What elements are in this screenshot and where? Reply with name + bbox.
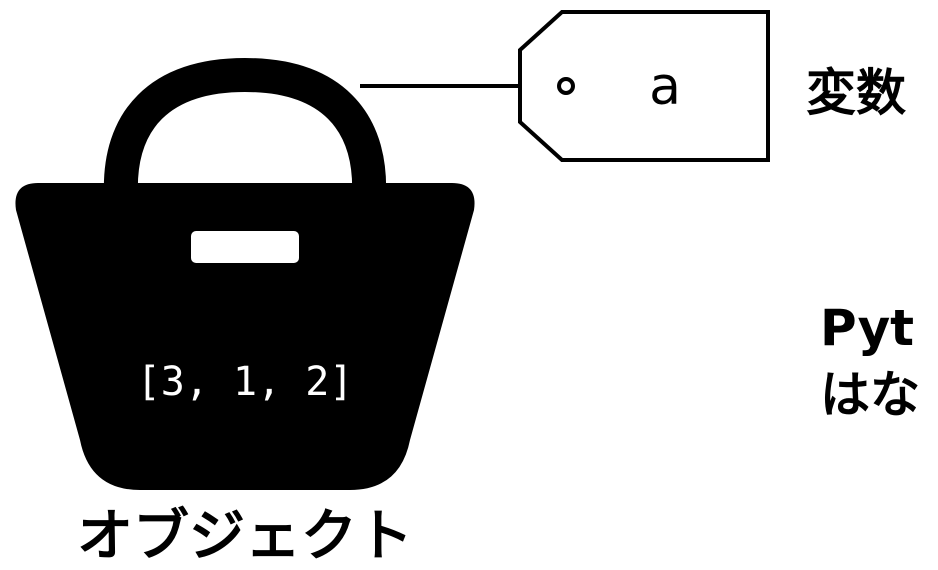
variable-caption: 変数	[806, 64, 906, 122]
bag-label-slot	[191, 231, 299, 263]
side-text-line-2: はな	[820, 366, 920, 424]
object-value-text: [3, 1, 2]	[137, 359, 354, 405]
tag-hole	[557, 77, 575, 95]
bag-body	[15, 183, 475, 490]
tag-outline	[518, 10, 770, 162]
name-tag-icon	[518, 10, 770, 162]
tote-bag-icon	[15, 57, 475, 490]
bag-handle	[103, 57, 387, 196]
object-caption: オブジェクト	[77, 504, 413, 569]
side-text-line-1: Pyt	[820, 299, 914, 357]
variable-tag-label: a	[649, 57, 681, 117]
